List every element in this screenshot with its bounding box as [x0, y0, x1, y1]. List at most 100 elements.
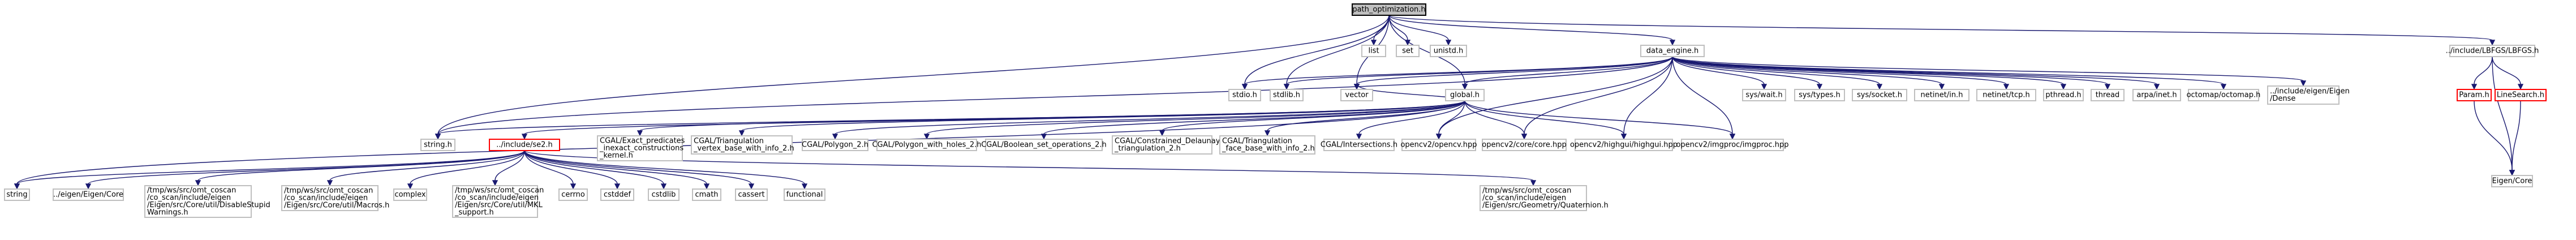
node-stdio[interactable]: stdio.h	[1228, 89, 1261, 101]
node-unistd[interactable]: unistd.h	[1430, 45, 1467, 57]
node-cgal_tri_vb[interactable]: CGAL/Triangulation_vertex_base_with_info…	[691, 135, 794, 155]
node-box	[489, 139, 560, 151]
node-quaternion[interactable]: /tmp/ws/src/omt_coscan/co_scan/include/e…	[1480, 185, 1609, 211]
node-label: opencv2/imgproc/imgproc.hpp	[1676, 141, 1788, 149]
node-complex[interactable]: complex	[393, 188, 427, 201]
node-vector[interactable]: vector	[1340, 89, 1373, 101]
node-opencv[interactable]: opencv2/opencv.hpp	[1400, 139, 1477, 151]
node-cgal_pwh[interactable]: CGAL/Polygon_with_holes_2.h	[872, 139, 982, 151]
node-box	[1396, 45, 1420, 57]
node-path_opt: path_optimization.h	[1352, 3, 1426, 16]
node-label: /co_scan/include/eigen	[284, 194, 368, 203]
node-eigen_core2[interactable]: ../eigen/Eigen/Core	[53, 188, 124, 201]
edge-data_engine-to-netinetin	[1672, 56, 1945, 90]
node-pthread[interactable]: pthread.h	[2043, 89, 2084, 101]
edge-global-to-opencv	[1435, 100, 1465, 140]
node-cstdlib[interactable]: cstdlib	[648, 188, 680, 201]
node-string[interactable]: string	[4, 188, 30, 201]
node-functional[interactable]: functional	[784, 188, 825, 201]
node-param[interactable]: Param.h	[2457, 89, 2492, 101]
node-eigencore[interactable]: Eigen/Core	[2491, 175, 2533, 187]
node-label: /Eigen/src/Geometry/Quaternion.h	[1482, 202, 1609, 210]
node-syssocket[interactable]: sys/socket.h	[1852, 89, 1907, 101]
node-macros[interactable]: /tmp/ws/src/omt_coscan/co_scan/include/e…	[281, 185, 389, 211]
node-syswait[interactable]: sys/wait.h	[1742, 89, 1786, 101]
edge-linesearch-to-eigencore	[2509, 100, 2521, 176]
edge-data_engine-to-eigendense	[1672, 56, 2307, 87]
node-label: cerrno	[561, 191, 585, 199]
node-set[interactable]: set	[1396, 45, 1420, 57]
node-box	[1361, 45, 1386, 57]
node-label: /co_scan/include/eigen	[1482, 194, 1566, 203]
node-disablewarn[interactable]: /tmp/ws/src/omt_coscan/co_scan/include/e…	[144, 185, 270, 218]
edge-path_opt-to-unistd	[1388, 15, 1452, 46]
node-cvhighgui[interactable]: opencv2/highgui/highgui.hpp	[1570, 139, 1678, 151]
node-se2[interactable]: ../include/se2.h	[489, 139, 560, 151]
node-octomap[interactable]: octomap/octomap.h	[2187, 89, 2261, 101]
node-cvimgproc[interactable]: opencv2/imgproc/imgproc.hpp	[1676, 139, 1789, 151]
node-label: /tmp/ws/src/omt_coscan	[1482, 187, 1571, 195]
node-stdlib[interactable]: stdlib.h	[1270, 89, 1304, 101]
node-cmath[interactable]: cmath	[692, 188, 721, 201]
node-cstddef[interactable]: cstddef	[600, 188, 634, 201]
node-arpainet[interactable]: arpa/inet.h	[2132, 89, 2181, 101]
node-data_engine[interactable]: data_engine.h	[1640, 45, 1705, 57]
node-box	[144, 185, 252, 218]
node-label: CGAL/Triangulation	[694, 137, 764, 145]
node-cgal_tri_fb[interactable]: CGAL/Triangulation_face_base_with_info_2…	[1219, 135, 1315, 155]
node-box	[1323, 139, 1395, 151]
node-netinettcp[interactable]: netinet/tcp.h	[1976, 89, 2036, 101]
edge-global-to-cgal_pwh	[923, 100, 1465, 140]
node-global[interactable]: global.h	[1445, 89, 1485, 101]
edge-se2-to-complex	[407, 150, 525, 190]
node-box	[802, 139, 868, 151]
node-box	[784, 188, 825, 201]
node-mkl[interactable]: /tmp/ws/src/omt_coscan/co_scan/include/e…	[452, 185, 544, 218]
node-thread[interactable]: thread	[2091, 89, 2125, 101]
node-linesearch[interactable]: LineSearch.h	[2495, 89, 2547, 101]
edge-data_engine-to-systypes	[1672, 56, 1823, 90]
node-label: /Eigen/src/Core/util/MKL	[455, 201, 543, 209]
node-cgal_inter[interactable]: CGAL/Intersections.h	[1321, 139, 1397, 151]
node-label: string.h	[424, 141, 452, 149]
node-label: /Eigen/src/Core/util/Macros.h	[284, 202, 389, 210]
node-label: pthread.h	[2045, 91, 2081, 100]
node-label: vector	[1345, 91, 1369, 100]
node-box	[452, 185, 538, 218]
node-eigendense[interactable]: ../include/eigen/Eigen/Dense	[2267, 85, 2350, 105]
node-cerrno[interactable]: cerrno	[558, 188, 588, 201]
node-box	[2457, 89, 2492, 101]
node-cvcore[interactable]: opencv2/core/core.hpp	[1482, 139, 1567, 151]
node-label: Warnings.h	[147, 208, 188, 217]
node-box	[691, 135, 793, 155]
edge-global-to-cvimgproc	[1464, 100, 1736, 140]
node-label: CGAL/Triangulation	[1222, 137, 1292, 145]
node-stringh[interactable]: string.h	[420, 139, 455, 151]
node-lbfgs[interactable]: ../include/LBFGS/LBFGS.h	[2446, 45, 2539, 57]
node-cgal_exact[interactable]: CGAL/Exact_predicates_inexact_constructi…	[597, 135, 685, 161]
edge-data_engine-to-octomap	[1672, 56, 2227, 90]
edge-se2-to-quaternion	[524, 150, 1537, 186]
edge-global-to-cgal_bool	[1040, 100, 1465, 140]
node-cassert[interactable]: cassert	[735, 188, 768, 201]
node-label: _vertex_base_with_info_2.h	[693, 144, 794, 153]
node-cgal_bool[interactable]: CGAL/Boolean_set_operations_2.h	[981, 139, 1107, 151]
node-label: global.h	[1450, 91, 1480, 100]
node-netinetin[interactable]: netinet/in.h	[1914, 89, 1969, 101]
node-label: cstdlib	[652, 191, 676, 199]
node-label: set	[1402, 47, 1413, 55]
node-cgal_poly[interactable]: CGAL/Polygon_2.h	[802, 139, 868, 151]
node-label: arpa/inet.h	[2136, 91, 2177, 100]
node-label: Param.h	[2459, 91, 2489, 100]
edge-global-to-cgal_cdt	[1159, 100, 1465, 136]
node-systypes[interactable]: sys/types.h	[1794, 89, 1845, 101]
node-box	[281, 185, 379, 211]
node-label: ../include/LBFGS/LBFGS.h	[2446, 47, 2539, 55]
node-label: CGAL/Boolean_set_operations_2.h	[981, 141, 1107, 149]
node-box	[1228, 89, 1261, 101]
node-label: thread	[2096, 91, 2120, 100]
node-cgal_cdt[interactable]: CGAL/Constrained_Delaunay_triangulation_…	[1112, 135, 1220, 155]
node-list[interactable]: list	[1361, 45, 1386, 57]
graph-edges	[14, 15, 2524, 190]
